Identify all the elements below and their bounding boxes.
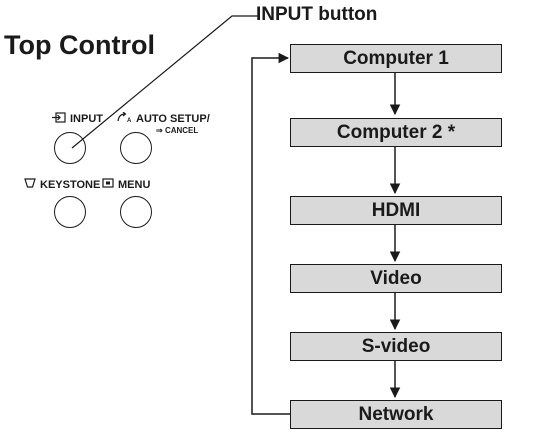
flow-step-s-video: S-video — [290, 332, 502, 361]
cancel-sublabel: ⇒ CANCEL — [156, 126, 199, 135]
callout-label: INPUT button — [256, 4, 378, 25]
return-icon: ⇒ — [156, 126, 163, 135]
flow-step-video: Video — [290, 264, 502, 293]
keystone-button-label: KEYSTONE — [24, 178, 100, 191]
keystone-icon — [24, 178, 36, 191]
input-button[interactable] — [54, 132, 86, 164]
auto-setup-button[interactable] — [120, 132, 152, 164]
menu-button[interactable] — [120, 196, 152, 228]
menu-button-label: MENU — [102, 178, 150, 191]
menu-icon — [102, 178, 114, 191]
input-button-label: INPUT — [52, 112, 103, 126]
loop-back-arrow — [251, 52, 290, 415]
auto-setup-icon: A — [116, 111, 132, 126]
auto-setup-button-label: A AUTO SETUP/ — [116, 111, 210, 126]
svg-text:A: A — [127, 118, 132, 123]
flow-step-computer-2: Computer 2 * — [290, 118, 502, 147]
flow-step-network: Network — [290, 400, 502, 429]
keystone-button[interactable] — [54, 196, 86, 228]
diagram-title: Top Control — [4, 30, 155, 60]
flow-step-computer-1: Computer 1 — [290, 44, 502, 73]
input-icon — [52, 112, 66, 126]
flow-step-hdmi: HDMI — [290, 196, 502, 225]
callout-leader-line — [71, 15, 258, 149]
